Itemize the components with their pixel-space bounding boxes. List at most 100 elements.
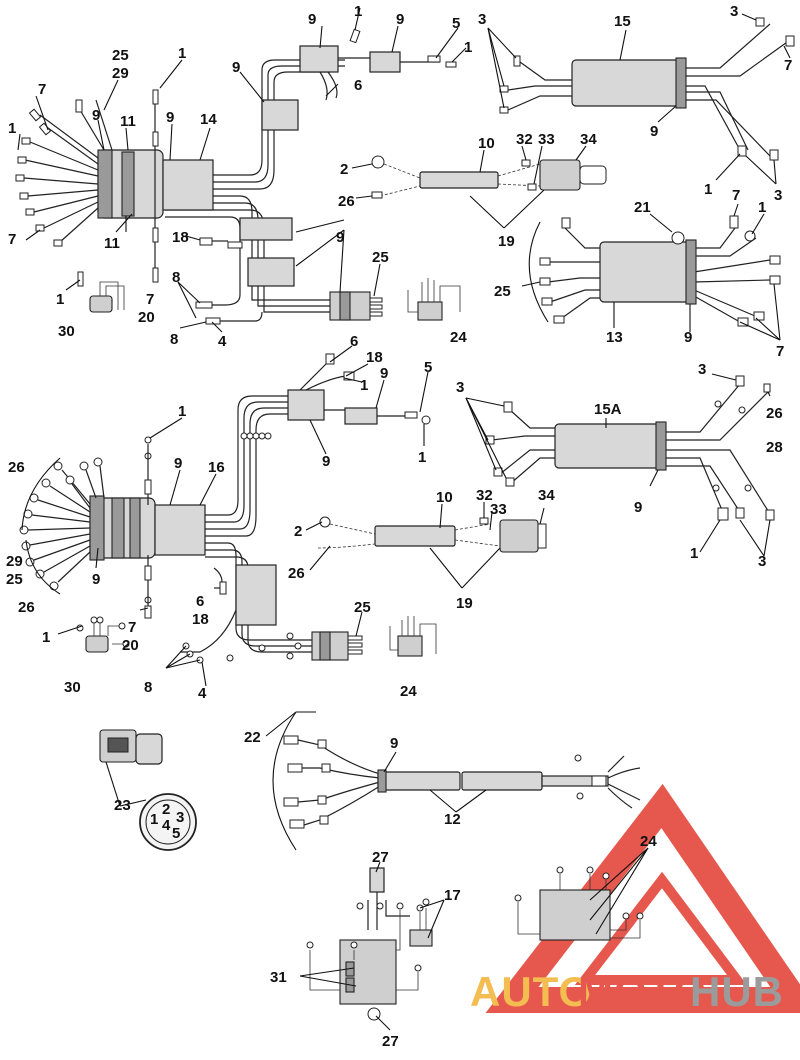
label: 5: [424, 359, 432, 376]
label: 27: [372, 849, 389, 866]
label: 17: [444, 887, 461, 904]
connector-24b: [397, 635, 423, 657]
label: 9: [390, 735, 398, 752]
label: 9: [396, 11, 404, 28]
harness-13: [528, 215, 781, 327]
label: 18: [366, 349, 383, 366]
label: 1: [418, 449, 426, 466]
label: 6: [350, 333, 358, 350]
harness-12: [272, 711, 641, 851]
labels-top-left: 25 29 7 1 9 11 9 14 1 7 11 18 8 1 7 20 3…: [8, 45, 227, 350]
label: 7: [128, 619, 136, 636]
labels-bottom: 27 17 31 27: [270, 849, 461, 1050]
label: 9: [684, 329, 692, 346]
sleeve-9-vert: [261, 99, 299, 131]
label: 4: [218, 333, 227, 350]
band-11: [121, 151, 135, 217]
sleeve-16: [154, 504, 206, 556]
label: 3: [758, 553, 766, 570]
label: 26: [766, 405, 783, 422]
connector-23: 2 1 3 4 5: [99, 729, 197, 851]
label: 13: [606, 329, 623, 346]
label: 2: [340, 161, 348, 178]
label: 26: [338, 193, 355, 210]
label: 7: [38, 81, 46, 98]
watermark-text-moto: MOTO: [578, 968, 707, 1015]
labels-mid-left: 1 9 16 26 29 25 9 26 1 7 20 6 18 30 8 4: [6, 403, 225, 702]
terminal-1a: [445, 61, 457, 68]
harness-a: [15, 28, 461, 325]
label: 1: [56, 291, 64, 308]
label: 11: [104, 235, 120, 252]
label: 7: [146, 291, 154, 308]
sleeve-14: [162, 159, 214, 211]
sleeve-10b: [374, 525, 456, 547]
label: 9: [336, 229, 344, 246]
terminal-5: [427, 55, 441, 63]
harness-15: [499, 17, 795, 161]
label: 9: [380, 365, 388, 382]
label: 8: [144, 679, 152, 696]
label: 24: [400, 683, 417, 700]
label: 9: [174, 455, 182, 472]
label: 18: [172, 229, 189, 246]
labels-top-right: 3 15 3 7 9 1 3 21 7 1 25 13 9 7: [478, 3, 792, 360]
label: 1: [8, 120, 16, 137]
watermark-text-auto: AUTO: [470, 968, 592, 1015]
label: 20: [122, 637, 139, 654]
label: 15A: [594, 401, 622, 418]
label: 32: [476, 487, 493, 504]
label: 25: [112, 47, 129, 64]
label: 1: [178, 403, 186, 420]
label: 7: [784, 57, 792, 74]
label: 7: [732, 187, 740, 204]
connector-34b: [499, 519, 539, 553]
label: 29: [6, 553, 23, 570]
label: 4: [198, 685, 207, 702]
label: 23: [114, 797, 131, 814]
harness-15a: [485, 375, 775, 521]
connector-30b: [85, 635, 109, 653]
label: 8: [172, 269, 180, 286]
label: 34: [538, 487, 555, 504]
label: 34: [580, 131, 597, 148]
sleeve-9-low2: [247, 257, 295, 287]
harness-b: [19, 353, 437, 664]
label: 25: [372, 249, 389, 266]
label: 32: [516, 131, 533, 148]
sleeve-9-top: [299, 45, 339, 73]
label: 26: [8, 459, 25, 476]
connector-24a: [417, 301, 443, 321]
label: 1: [360, 377, 368, 394]
label: 24: [640, 833, 657, 850]
labels-lower: 22 9 12 23 24: [114, 729, 657, 850]
sleeve-12a: [377, 771, 461, 791]
pin-5: 5: [172, 825, 180, 842]
connector-30a: [89, 295, 113, 313]
sleeve-9-b-top: [287, 389, 325, 421]
label: 31: [270, 969, 287, 986]
label: 19: [456, 595, 473, 612]
sleeve-9-b-top2: [344, 407, 378, 425]
label: 9: [92, 571, 100, 588]
label: 8: [170, 331, 178, 348]
label: 7: [8, 231, 16, 248]
labels-top-mid: 9 1 9 5 1 6 9 9 25 24: [232, 3, 472, 346]
label: 27: [382, 1033, 399, 1050]
label: 33: [490, 501, 507, 518]
label: 1: [464, 39, 472, 56]
label: 20: [138, 309, 155, 326]
sleeve-15a: [554, 423, 661, 469]
label: 16: [208, 459, 225, 476]
label: 9: [650, 123, 658, 140]
label: 9: [92, 107, 100, 124]
cable-mid-center: [317, 516, 547, 553]
label: 22: [244, 729, 261, 746]
label: 1: [354, 3, 362, 20]
sleeve-9-top2: [369, 51, 401, 73]
connector-23-face: [139, 793, 197, 851]
label: 30: [64, 679, 81, 696]
label: 9: [322, 453, 330, 470]
label: 9: [232, 59, 240, 76]
